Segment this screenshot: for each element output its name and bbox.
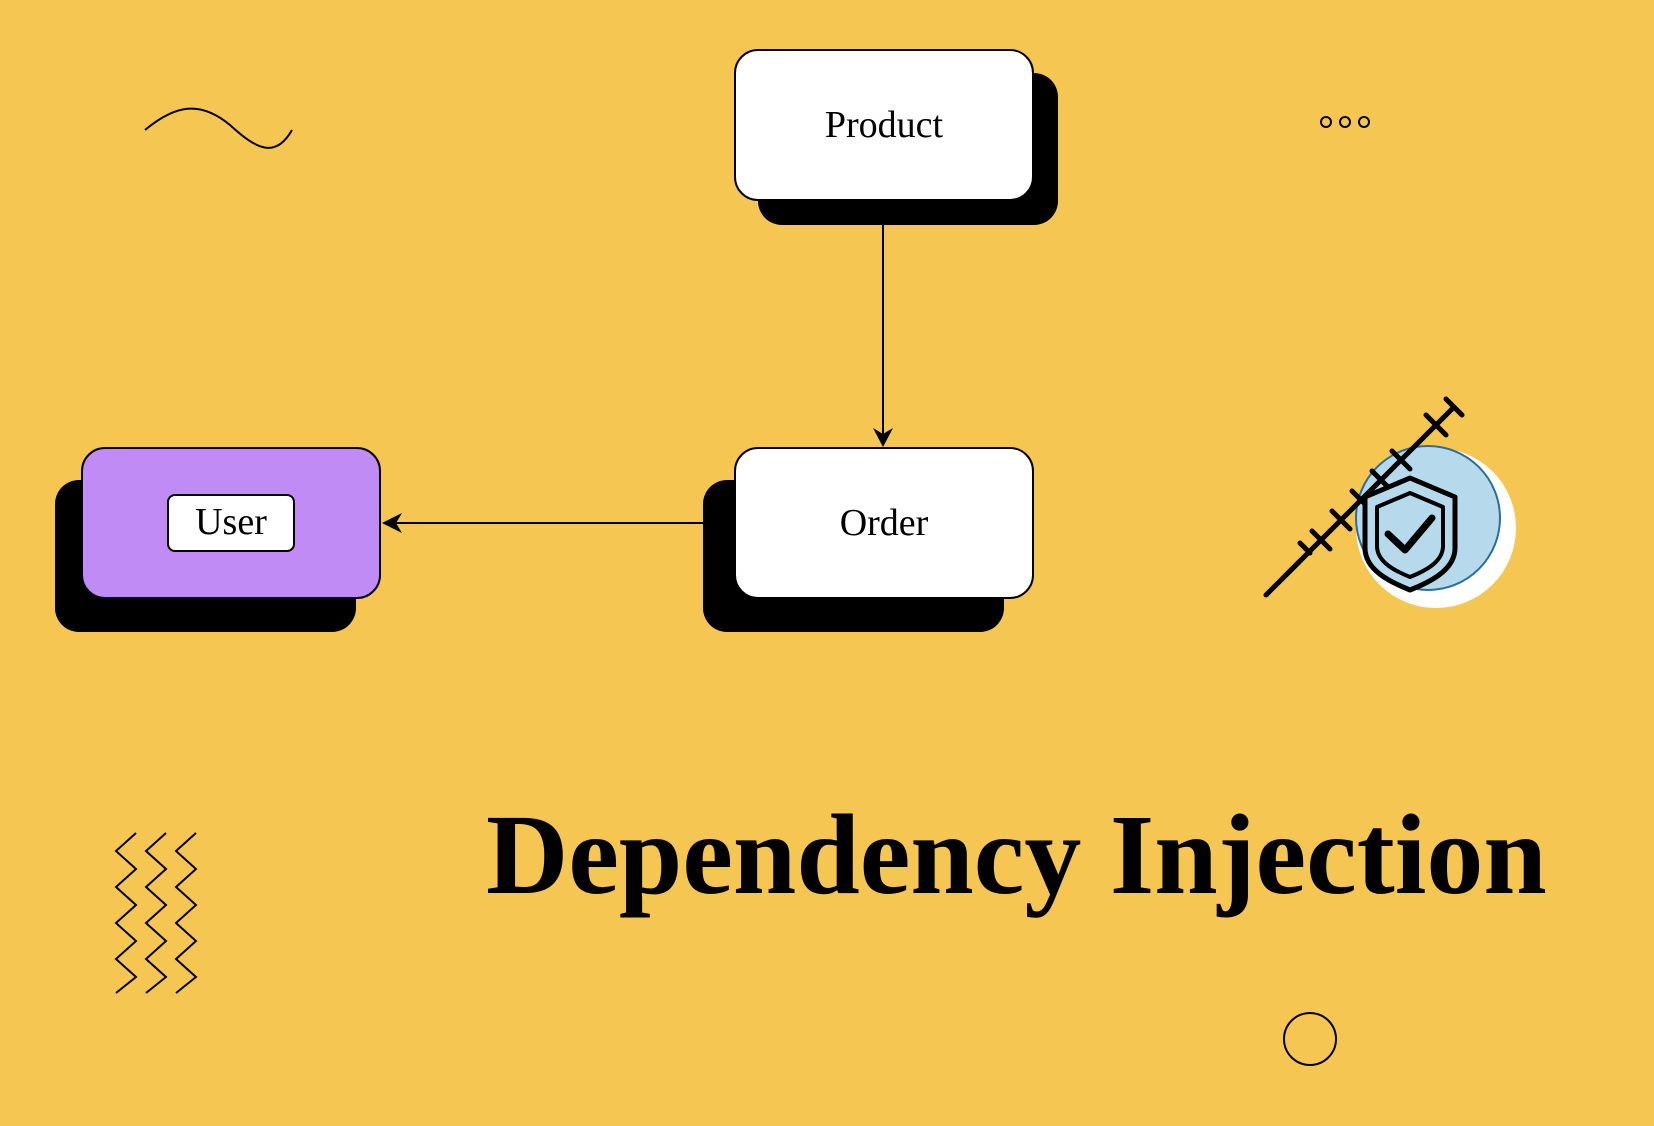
user-node[interactable]: User — [81, 447, 381, 599]
edge-order-user — [382, 513, 705, 533]
edge-product-order — [873, 225, 893, 447]
order-label: Order — [839, 502, 929, 544]
user-label: User — [167, 494, 295, 552]
vaccine-shield-icon — [1263, 396, 1516, 608]
zigzag-icon — [114, 832, 198, 994]
product-node[interactable]: Product — [734, 49, 1034, 201]
dots-icon — [1320, 116, 1370, 128]
order-node[interactable]: Order — [734, 447, 1034, 599]
product-label: Product — [824, 104, 944, 146]
diagram-title: Dependency Injection — [486, 791, 1547, 918]
circle-icon — [1283, 1012, 1337, 1066]
wave-icon — [144, 107, 293, 149]
